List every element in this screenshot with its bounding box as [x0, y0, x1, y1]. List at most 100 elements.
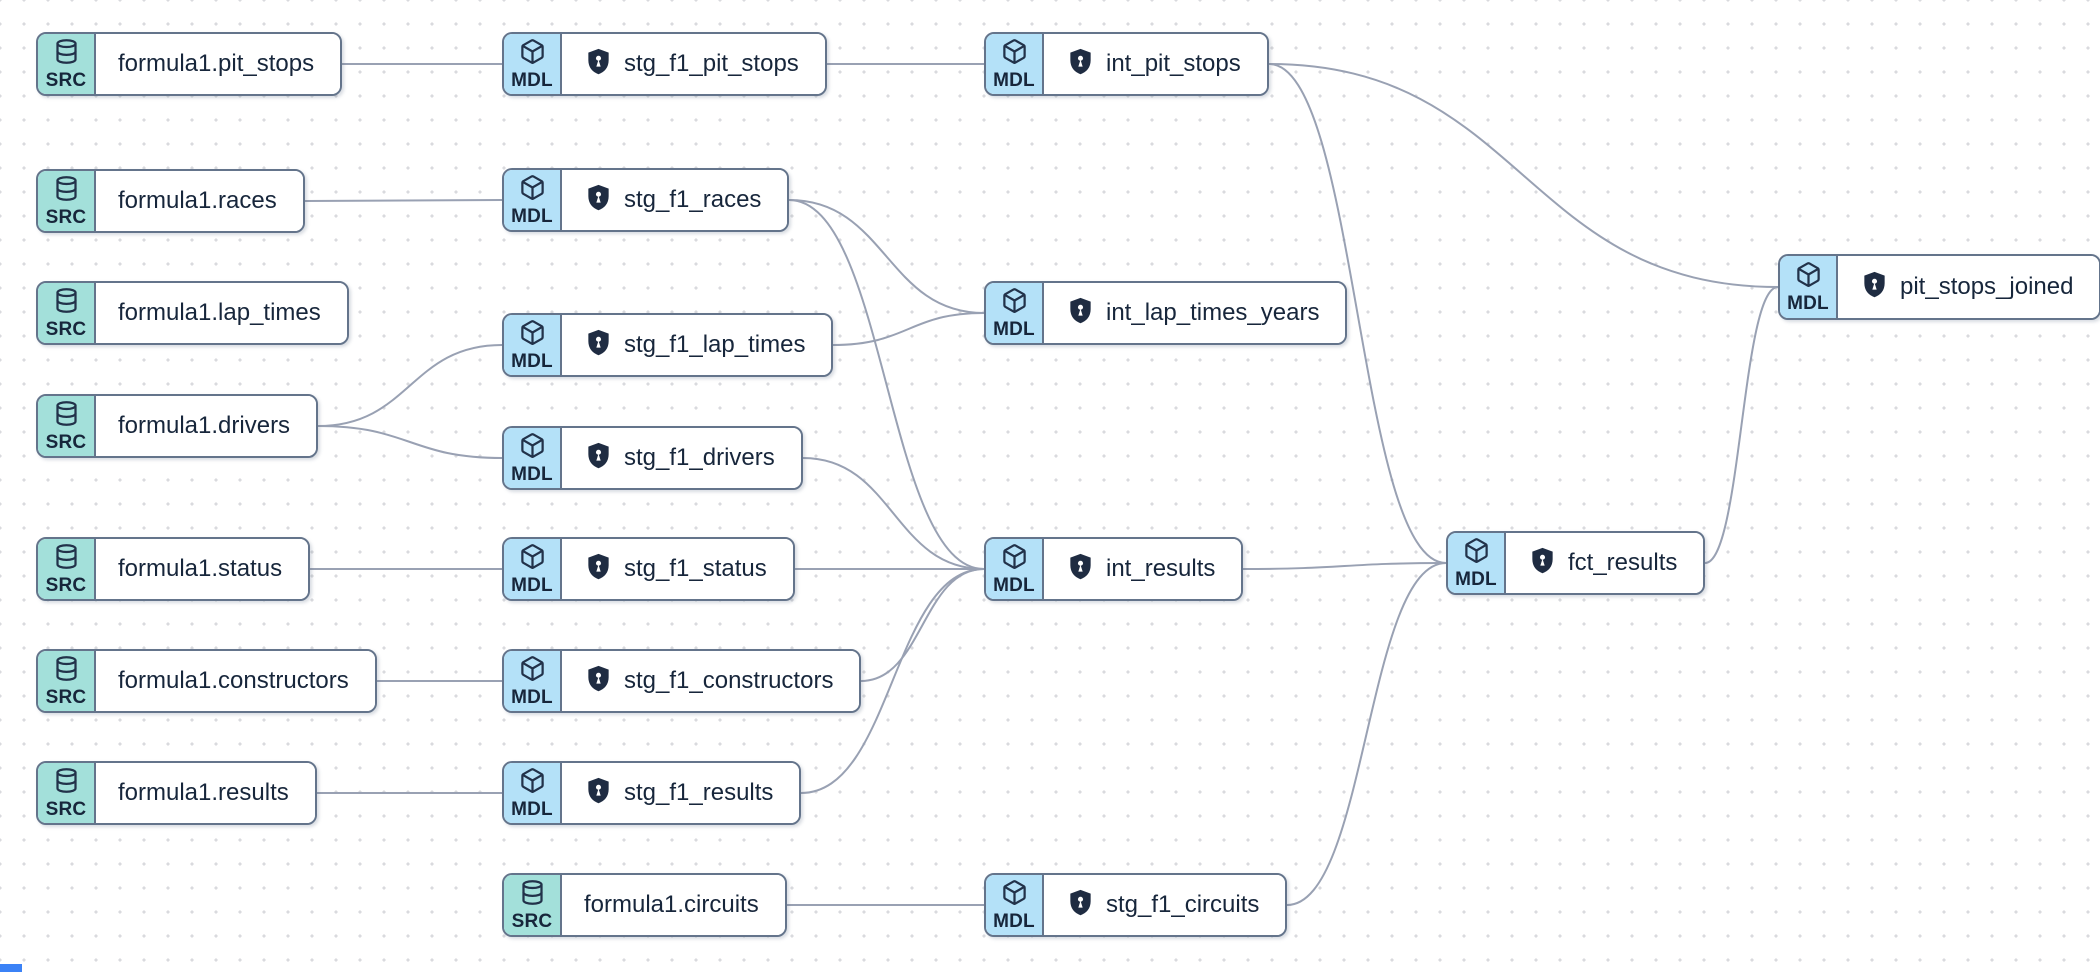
edge-int_pit_stops-to-pit_stops_joined: [1268, 63, 1779, 288]
node-type-label: MDL: [993, 575, 1035, 596]
node-body: stg_f1_drivers: [562, 428, 801, 488]
node-body: int_lap_times_years: [1044, 283, 1346, 343]
node-type-badge: MDL: [986, 283, 1044, 343]
node-type-label: MDL: [1787, 293, 1829, 314]
database-icon: [53, 543, 80, 575]
shield-lock-icon: [1066, 888, 1095, 922]
shield-lock-icon: [584, 47, 613, 81]
shield-lock-icon: [584, 552, 613, 586]
node-label: fct_results: [1568, 549, 1678, 576]
database-icon: [53, 400, 80, 432]
node-label: formula1.drivers: [118, 412, 291, 439]
node-type-label: MDL: [511, 351, 553, 372]
node-formula1-circuits[interactable]: SRC formula1.circuits: [502, 873, 787, 937]
node-label: formula1.status: [118, 555, 283, 582]
node-body: formula1.races: [96, 171, 303, 231]
node-type-badge: MDL: [986, 34, 1044, 94]
cube-icon: [519, 319, 546, 351]
node-label: int_results: [1106, 555, 1216, 582]
node-type-badge: MDL: [986, 539, 1044, 599]
edge-int_pit_stops-to-fct_results: [1268, 63, 1447, 564]
node-label: pit_stops_joined: [1900, 273, 2074, 300]
node-type-label: MDL: [511, 687, 553, 708]
database-icon: [53, 175, 80, 207]
node-body: stg_f1_results: [562, 763, 800, 823]
node-label: formula1.pit_stops: [118, 50, 315, 77]
database-icon: [53, 767, 80, 799]
node-type-label: SRC: [511, 911, 553, 932]
edge-stg_races-to-int_lap_times_years: [788, 199, 985, 314]
node-body: stg_f1_constructors: [562, 651, 860, 711]
node-type-label: SRC: [45, 207, 87, 228]
node-formula1-constructors[interactable]: SRC formula1.constructors: [36, 649, 377, 713]
cube-icon: [519, 174, 546, 206]
node-body: formula1.status: [96, 539, 309, 599]
node-label: stg_f1_races: [624, 186, 762, 213]
node-type-badge: MDL: [504, 539, 562, 599]
node-formula1-drivers[interactable]: SRC formula1.drivers: [36, 394, 319, 458]
node-type-label: SRC: [45, 687, 87, 708]
node-type-badge: MDL: [986, 875, 1044, 935]
node-body: int_results: [1044, 539, 1242, 599]
node-formula1-races[interactable]: SRC formula1.races: [36, 169, 305, 233]
node-type-badge: MDL: [1780, 256, 1838, 318]
shield-lock-icon: [584, 441, 613, 475]
node-type-badge: MDL: [504, 651, 562, 711]
shield-lock-icon: [584, 664, 613, 698]
node-type-label: MDL: [993, 319, 1035, 340]
node-int-results[interactable]: MDL int_results: [984, 537, 1244, 601]
edge-stg_constructors-to-int_results: [860, 568, 985, 682]
node-body: formula1.drivers: [96, 396, 317, 456]
node-body: formula1.constructors: [96, 651, 375, 711]
edge-stg_races-to-int_results: [788, 199, 985, 570]
node-body: fct_results: [1506, 533, 1704, 593]
node-stg-f1-constructors[interactable]: MDL stg_f1_constructors: [502, 649, 862, 713]
node-stg-f1-races[interactable]: MDL stg_f1_races: [502, 168, 790, 232]
node-type-badge: MDL: [504, 315, 562, 375]
node-label: stg_f1_circuits: [1106, 891, 1260, 918]
cube-icon: [1001, 38, 1028, 70]
node-label: formula1.races: [118, 187, 277, 214]
node-type-label: SRC: [45, 575, 87, 596]
node-body: stg_f1_races: [562, 170, 788, 230]
node-body: int_pit_stops: [1044, 34, 1267, 94]
shield-lock-icon: [1528, 546, 1557, 580]
node-type-label: MDL: [511, 206, 553, 227]
node-pit-stops-joined[interactable]: MDL pit_stops_joined: [1778, 254, 2100, 320]
database-icon: [53, 38, 80, 70]
shield-lock-icon: [1066, 47, 1095, 81]
node-type-badge: MDL: [504, 763, 562, 823]
edge-src_races-to-stg_races: [304, 199, 503, 202]
shield-lock-icon: [1066, 296, 1095, 330]
node-body: stg_f1_circuits: [1044, 875, 1286, 935]
node-type-badge: SRC: [38, 539, 96, 599]
cube-icon: [1795, 261, 1822, 293]
node-int-lap-times-years[interactable]: MDL int_lap_times_years: [984, 281, 1348, 345]
node-body: formula1.pit_stops: [96, 34, 341, 94]
node-type-badge: SRC: [38, 396, 96, 456]
node-type-badge: MDL: [504, 428, 562, 488]
node-type-label: MDL: [993, 911, 1035, 932]
node-type-badge: SRC: [38, 651, 96, 711]
node-formula1-status[interactable]: SRC formula1.status: [36, 537, 311, 601]
cube-icon: [519, 432, 546, 464]
node-stg-f1-circuits[interactable]: MDL stg_f1_circuits: [984, 873, 1288, 937]
node-label: formula1.circuits: [584, 891, 759, 918]
scrollbar-corner[interactable]: [0, 964, 22, 972]
node-formula1-lap-times[interactable]: SRC formula1.lap_times: [36, 281, 349, 345]
shield-lock-icon: [584, 776, 613, 810]
shield-lock-icon: [584, 328, 613, 362]
node-label: formula1.lap_times: [118, 299, 321, 326]
edge-int_results-to-fct_results: [1242, 562, 1447, 570]
node-type-badge: SRC: [38, 283, 96, 343]
